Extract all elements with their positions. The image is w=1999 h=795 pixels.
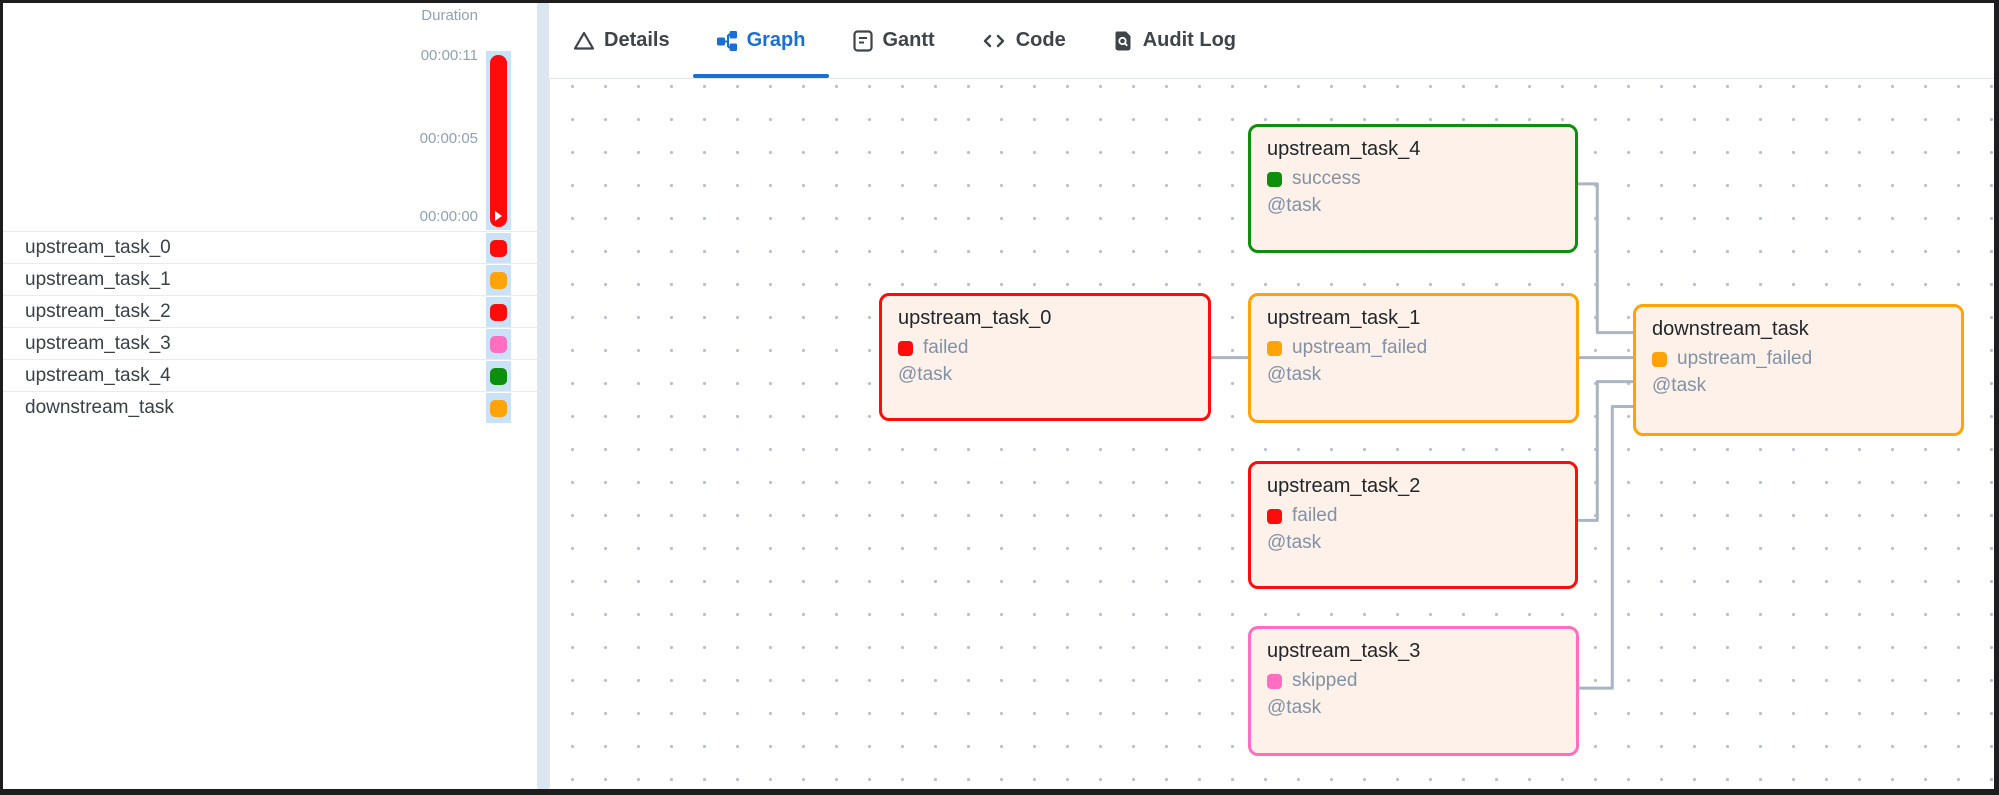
detail-tabbar: Details Graph Gantt Code Audit Log — [549, 3, 1994, 78]
node-state: skipped — [1292, 670, 1358, 691]
tab-gantt[interactable]: Gantt — [829, 3, 958, 78]
task-instance-cell — [486, 297, 511, 327]
task-status-square[interactable] — [490, 271, 507, 289]
task-status-square[interactable] — [490, 303, 507, 321]
node-title: upstream_task_1 — [1267, 307, 1421, 329]
tab-code[interactable]: Code — [958, 3, 1089, 78]
tab-label: Audit Log — [1142, 29, 1237, 51]
graph-canvas[interactable]: upstream_task_4 success @task upstream_t… — [549, 78, 1994, 789]
task-row[interactable]: upstream_task_2 — [3, 295, 537, 327]
node-state: success — [1292, 168, 1361, 189]
active-tab-underline — [692, 74, 829, 78]
node-title: upstream_task_2 — [1267, 475, 1421, 497]
gantt-icon — [852, 29, 874, 52]
duration-axis-title: Duration — [421, 7, 478, 24]
duration-tick: 00:00:00 — [419, 208, 478, 225]
task-row[interactable]: upstream_task_4 — [3, 359, 537, 391]
graph-icon — [716, 30, 738, 52]
tab-details[interactable]: Details — [550, 3, 693, 78]
dag-run-column — [486, 51, 511, 230]
tab-graph[interactable]: Graph — [692, 3, 829, 78]
task-row[interactable]: upstream_task_1 — [3, 263, 537, 295]
node-decorator: @task — [1267, 532, 1322, 553]
task-name: downstream_task — [25, 397, 174, 418]
graph-node-upstream-task-1[interactable]: upstream_task_1 upstream_failed @task — [1248, 293, 1579, 423]
tab-label: Details — [604, 29, 670, 51]
task-name: upstream_task_1 — [25, 269, 171, 290]
status-square — [1652, 351, 1667, 367]
warning-triangle-icon — [573, 30, 595, 52]
task-instance-cell — [486, 233, 511, 263]
task-status-square[interactable] — [490, 335, 507, 353]
status-square — [1267, 340, 1282, 356]
task-instance-cell — [486, 329, 511, 359]
duration-tick: 00:00:11 — [420, 47, 478, 64]
duration-tick: 00:00:05 — [419, 130, 478, 147]
task-instance-cell — [486, 361, 511, 391]
node-state: upstream_failed — [1677, 348, 1813, 369]
node-title: upstream_task_0 — [898, 307, 1052, 329]
task-list: upstream_task_0 upstream_task_1 upstream… — [3, 231, 537, 423]
task-status-square[interactable] — [490, 399, 507, 417]
task-name: upstream_task_3 — [25, 333, 171, 354]
status-square — [898, 340, 913, 356]
audit-log-icon — [1112, 30, 1134, 52]
task-name: upstream_task_0 — [25, 237, 171, 258]
task-name: upstream_task_2 — [25, 301, 171, 322]
graph-node-downstream-task[interactable]: downstream_task upstream_failed @task — [1633, 304, 1964, 436]
code-icon — [981, 30, 1007, 52]
window-border — [0, 0, 1999, 3]
task-instance-cell — [486, 265, 511, 295]
task-status-square[interactable] — [490, 367, 507, 385]
node-decorator: @task — [1652, 375, 1707, 396]
dag-run-duration-bar[interactable] — [490, 55, 507, 227]
task-row[interactable]: downstream_task — [3, 391, 537, 423]
graph-node-upstream-task-2[interactable]: upstream_task_2 failed @task — [1248, 461, 1578, 589]
edge-task3-downstream — [1576, 405, 1636, 690]
edge-task2-downstream — [1575, 380, 1636, 522]
graph-node-upstream-task-0[interactable]: upstream_task_0 failed @task — [879, 293, 1211, 421]
tab-label: Code — [1015, 29, 1066, 51]
edge-task4-downstream — [1575, 182, 1636, 335]
task-row[interactable]: upstream_task_0 — [3, 231, 537, 263]
task-row[interactable]: upstream_task_3 — [3, 327, 537, 359]
task-status-square[interactable] — [490, 239, 507, 257]
window-border — [0, 0, 3, 795]
play-icon — [495, 211, 502, 221]
node-state: failed — [1292, 505, 1338, 526]
window-border — [0, 789, 1999, 795]
node-decorator: @task — [1267, 195, 1322, 216]
status-square — [1267, 171, 1282, 187]
task-name: upstream_task_4 — [25, 365, 171, 386]
grid-panel: Duration 00:00:11 00:00:05 00:00:00 upst… — [3, 3, 537, 789]
node-decorator: @task — [1267, 364, 1322, 385]
graph-node-upstream-task-3[interactable]: upstream_task_3 skipped @task — [1248, 626, 1579, 756]
status-square — [1267, 673, 1282, 689]
node-decorator: @task — [1267, 697, 1322, 718]
panel-divider[interactable] — [537, 0, 549, 795]
node-state: upstream_failed — [1292, 337, 1428, 358]
status-square — [1267, 508, 1282, 524]
node-title: upstream_task_3 — [1267, 640, 1421, 662]
graph-node-upstream-task-4[interactable]: upstream_task_4 success @task — [1248, 124, 1578, 253]
tab-label: Graph — [746, 29, 806, 51]
task-instance-cell — [486, 393, 511, 423]
tab-label: Gantt — [882, 29, 935, 51]
node-decorator: @task — [898, 364, 953, 385]
node-title: upstream_task_4 — [1267, 138, 1421, 160]
node-title: downstream_task — [1652, 318, 1809, 340]
node-state: failed — [923, 337, 969, 358]
tab-audit-log[interactable]: Audit Log — [1089, 3, 1259, 78]
window-border — [1994, 0, 1999, 795]
